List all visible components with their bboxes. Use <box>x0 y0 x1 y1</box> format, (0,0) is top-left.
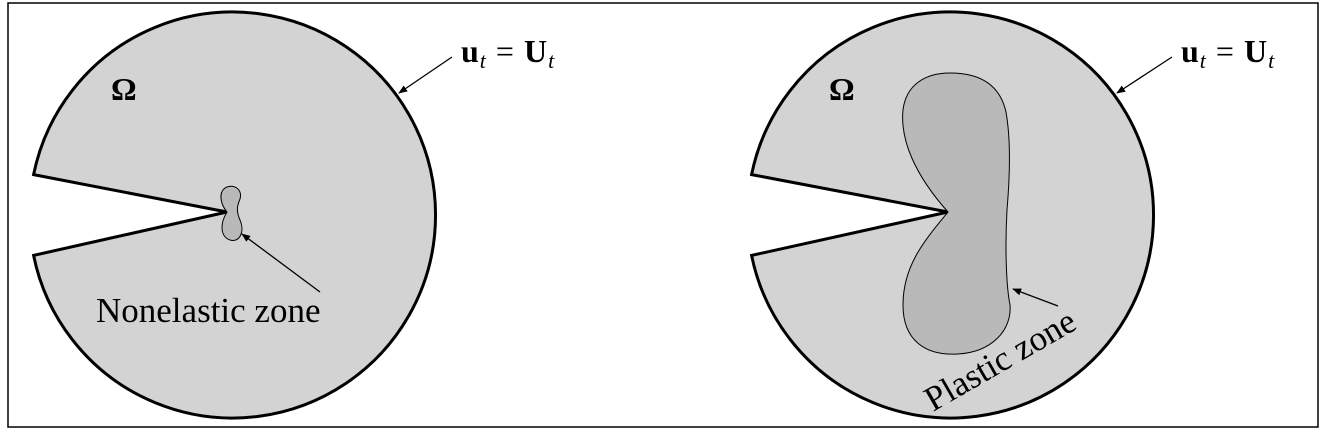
right-domain-label: Ω <box>829 71 855 107</box>
left-bc-lhs-symbol: u <box>461 33 479 69</box>
right-bc-lhs-subscript: t <box>1200 48 1207 73</box>
left-bc-rhs-subscript: t <box>548 48 555 73</box>
right-plastic-zone <box>902 72 1011 355</box>
right-bc-rhs-symbol: U <box>1244 33 1267 69</box>
left-boundary-condition-label: ut=Ut <box>461 33 555 73</box>
left-boundary-arrow <box>398 56 453 94</box>
left-nonelastic-zone <box>220 185 243 241</box>
left-bc-rhs-symbol: U <box>524 33 547 69</box>
left-panel: Ω ut=Ut Nonelastic zone <box>31 10 555 420</box>
left-domain-label: Ω <box>111 71 137 107</box>
right-panel: Ω ut=Ut Plastic zone <box>749 10 1275 420</box>
left-bc-equals: = <box>496 33 514 69</box>
right-bc-lhs-symbol: u <box>1181 33 1199 69</box>
left-zone-label: Nonelastic zone <box>96 291 321 330</box>
right-boundary-arrow <box>1116 56 1173 94</box>
right-bc-equals: = <box>1216 33 1234 69</box>
left-zone-arrow <box>241 233 321 293</box>
right-bc-rhs-subscript: t <box>1268 48 1275 73</box>
left-bc-lhs-subscript: t <box>480 48 487 73</box>
right-boundary-condition-label: ut=Ut <box>1181 33 1275 73</box>
right-zone-arrow <box>1012 288 1059 307</box>
